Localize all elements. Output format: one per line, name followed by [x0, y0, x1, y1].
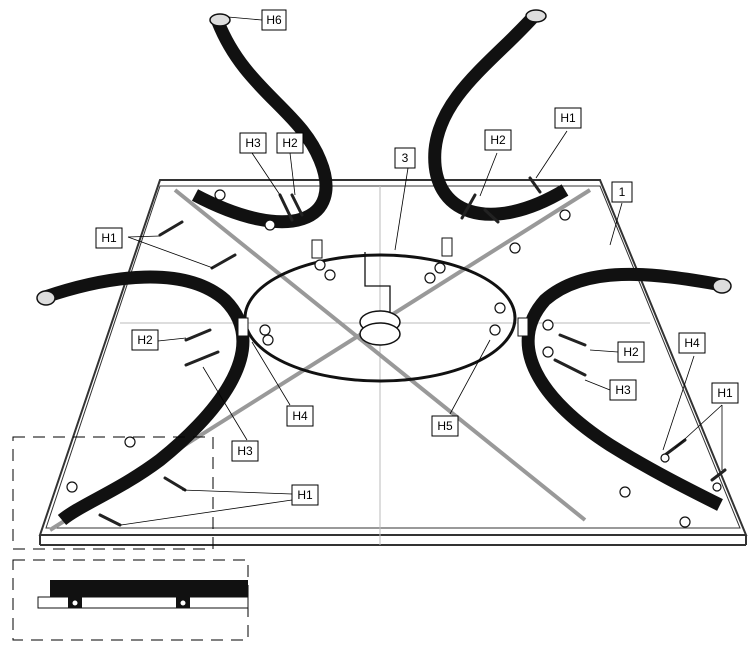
svg-text:H6: H6	[266, 13, 282, 27]
svg-text:H4: H4	[292, 409, 308, 423]
callout-part-1: 1	[611, 181, 633, 203]
callout-h1-left: H1	[95, 227, 123, 249]
callout-h1-bottom: H1	[291, 484, 319, 506]
leg-top-left	[191, 13, 333, 229]
svg-text:1: 1	[619, 185, 626, 199]
callout-h1-right: H1	[711, 382, 739, 404]
svg-text:H4: H4	[684, 336, 700, 350]
callout-h4-left: H4	[286, 405, 314, 427]
svg-text:H3: H3	[237, 444, 253, 458]
leader-lines	[120, 16, 723, 526]
svg-text:H1: H1	[717, 386, 733, 400]
svg-text:H3: H3	[615, 383, 631, 397]
leg-right	[521, 267, 732, 511]
svg-text:H5: H5	[437, 419, 453, 433]
callout-h3-right: H3	[609, 379, 637, 401]
callout-h4-right: H4	[678, 332, 706, 354]
callout-h6: H6	[261, 9, 287, 31]
svg-text:H2: H2	[623, 345, 639, 359]
hardware-washers	[66, 189, 722, 528]
svg-text:H1: H1	[297, 488, 313, 502]
leg-left	[36, 270, 250, 526]
callout-h3-left: H3	[231, 440, 259, 462]
brackets	[237, 237, 529, 337]
callout-h5: H5	[431, 415, 459, 437]
callout-h2-left: H2	[131, 329, 159, 351]
callout-part-3: 3	[394, 147, 416, 169]
callout-h1-top-right: H1	[554, 107, 582, 129]
callout-h2-top-left: H2	[276, 132, 304, 154]
svg-text:H1: H1	[560, 111, 576, 125]
svg-text:H2: H2	[137, 333, 153, 347]
leg-top-right	[428, 9, 569, 221]
callout-h3-top: H3	[239, 132, 267, 154]
svg-text:H2: H2	[490, 133, 506, 147]
svg-text:3: 3	[402, 151, 409, 165]
detail-callout-region	[12, 436, 249, 641]
svg-text:H3: H3	[245, 136, 261, 150]
svg-text:H1: H1	[101, 231, 117, 245]
callout-h2-top-right: H2	[484, 129, 512, 151]
hardware-bolts	[98, 176, 727, 527]
svg-text:H2: H2	[282, 136, 298, 150]
callout-h2-right: H2	[617, 341, 645, 363]
